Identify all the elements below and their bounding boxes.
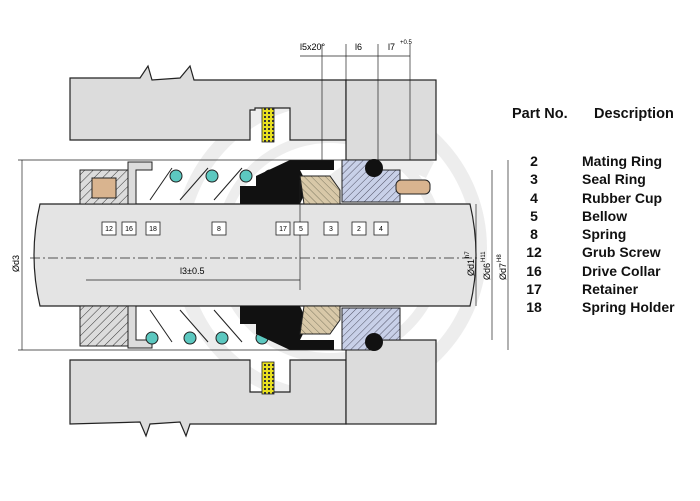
grub-screw xyxy=(91,177,117,199)
dim-l7-tol: +0.5 xyxy=(400,40,413,46)
tag-5: 5 xyxy=(299,226,303,233)
gland-plate-upper xyxy=(345,79,437,161)
dim-d1: Ød1 xyxy=(466,259,476,276)
part-no: 4 xyxy=(530,189,538,206)
gland-plate-lower xyxy=(345,339,437,425)
part-desc: Drive Collar xyxy=(582,262,661,279)
part-no: 18 xyxy=(526,299,542,316)
dim-d7-fit: H8 xyxy=(497,254,503,262)
tag-17: 17 xyxy=(279,226,287,233)
housing-upper xyxy=(69,64,437,161)
part-desc: Grub Screw xyxy=(582,244,661,261)
tag-12: 12 xyxy=(105,226,113,233)
legend-row: 5 Bellow xyxy=(512,207,698,225)
part-desc: Spring xyxy=(582,226,627,243)
retainer-upper xyxy=(240,160,334,204)
spring-coils-lower xyxy=(145,309,269,345)
dim-l6: l6 xyxy=(355,42,362,52)
tag-3: 3 xyxy=(329,226,333,233)
part-no: 17 xyxy=(526,281,542,298)
part-no: 16 xyxy=(526,262,542,279)
part-desc: Seal Ring xyxy=(582,171,646,188)
legend-header-no: Part No. xyxy=(512,106,568,122)
tag-2: 2 xyxy=(357,226,361,233)
dim-d6-fit: H11 xyxy=(481,251,487,262)
legend-row: 8 Spring xyxy=(512,225,698,243)
part-no: 12 xyxy=(526,244,542,261)
part-desc: Retainer xyxy=(582,281,639,298)
legend-row: 12 Grub Screw xyxy=(512,243,698,261)
spring-holder-upper xyxy=(127,161,153,205)
tag-16: 16 xyxy=(125,226,133,233)
legend-row: 18 Spring Holder xyxy=(512,298,698,316)
part-tags: 12 16 18 8 17 5 3 2 4 xyxy=(101,221,389,236)
dim-d6: Ød6 xyxy=(482,263,492,280)
part-desc: Mating Ring xyxy=(582,153,663,169)
dim-l7: l7 xyxy=(388,42,395,52)
dim-d1-fit: h7 xyxy=(465,251,471,258)
legend-row: 2 Mating Ring xyxy=(512,152,698,170)
legend-header: Part No. Description xyxy=(512,106,698,128)
housing-lower xyxy=(69,339,437,438)
part-no: 2 xyxy=(530,153,538,169)
part-no: 5 xyxy=(530,207,538,224)
legend-rows: 2 Mating Ring 3 Seal Ring 4 Rubber Cup 5 Bel… xyxy=(512,152,698,317)
part-desc: Rubber Cup xyxy=(582,189,663,206)
tag-4: 4 xyxy=(379,226,383,233)
legend-row: 4 Rubber Cup xyxy=(512,189,698,207)
tag-18: 18 xyxy=(149,226,157,233)
gasket-lower xyxy=(261,361,275,395)
dim-d7: Ød7 xyxy=(498,263,508,280)
bellow-upper xyxy=(299,175,341,205)
shaft xyxy=(30,203,480,307)
anti-rotation-pin xyxy=(395,179,431,195)
legend-row: 17 Retainer xyxy=(512,280,698,298)
tag-8: 8 xyxy=(217,226,221,233)
dim-l3: l3±0.5 xyxy=(180,266,204,276)
drive-collar-lower xyxy=(79,305,131,347)
o-ring-upper xyxy=(365,159,383,177)
part-no: 8 xyxy=(530,226,538,243)
dim-d3: Ød3 xyxy=(11,255,21,272)
legend-row: 3 Seal Ring xyxy=(512,170,698,188)
o-ring-lower xyxy=(365,333,383,351)
part-desc: Spring Holder xyxy=(582,299,675,316)
legend-header-desc: Description xyxy=(594,106,674,122)
legend-row: 16 Drive Collar xyxy=(512,262,698,280)
dim-l5: l5x20° xyxy=(300,42,326,52)
bellow-lower xyxy=(299,305,341,335)
gasket-upper xyxy=(261,107,275,143)
part-no: 3 xyxy=(530,171,538,188)
retainer-lower xyxy=(240,306,334,350)
parts-legend: Part No. Description 2 Mating Ring 3 Seal … xyxy=(512,106,698,317)
part-desc: Bellow xyxy=(582,207,628,224)
